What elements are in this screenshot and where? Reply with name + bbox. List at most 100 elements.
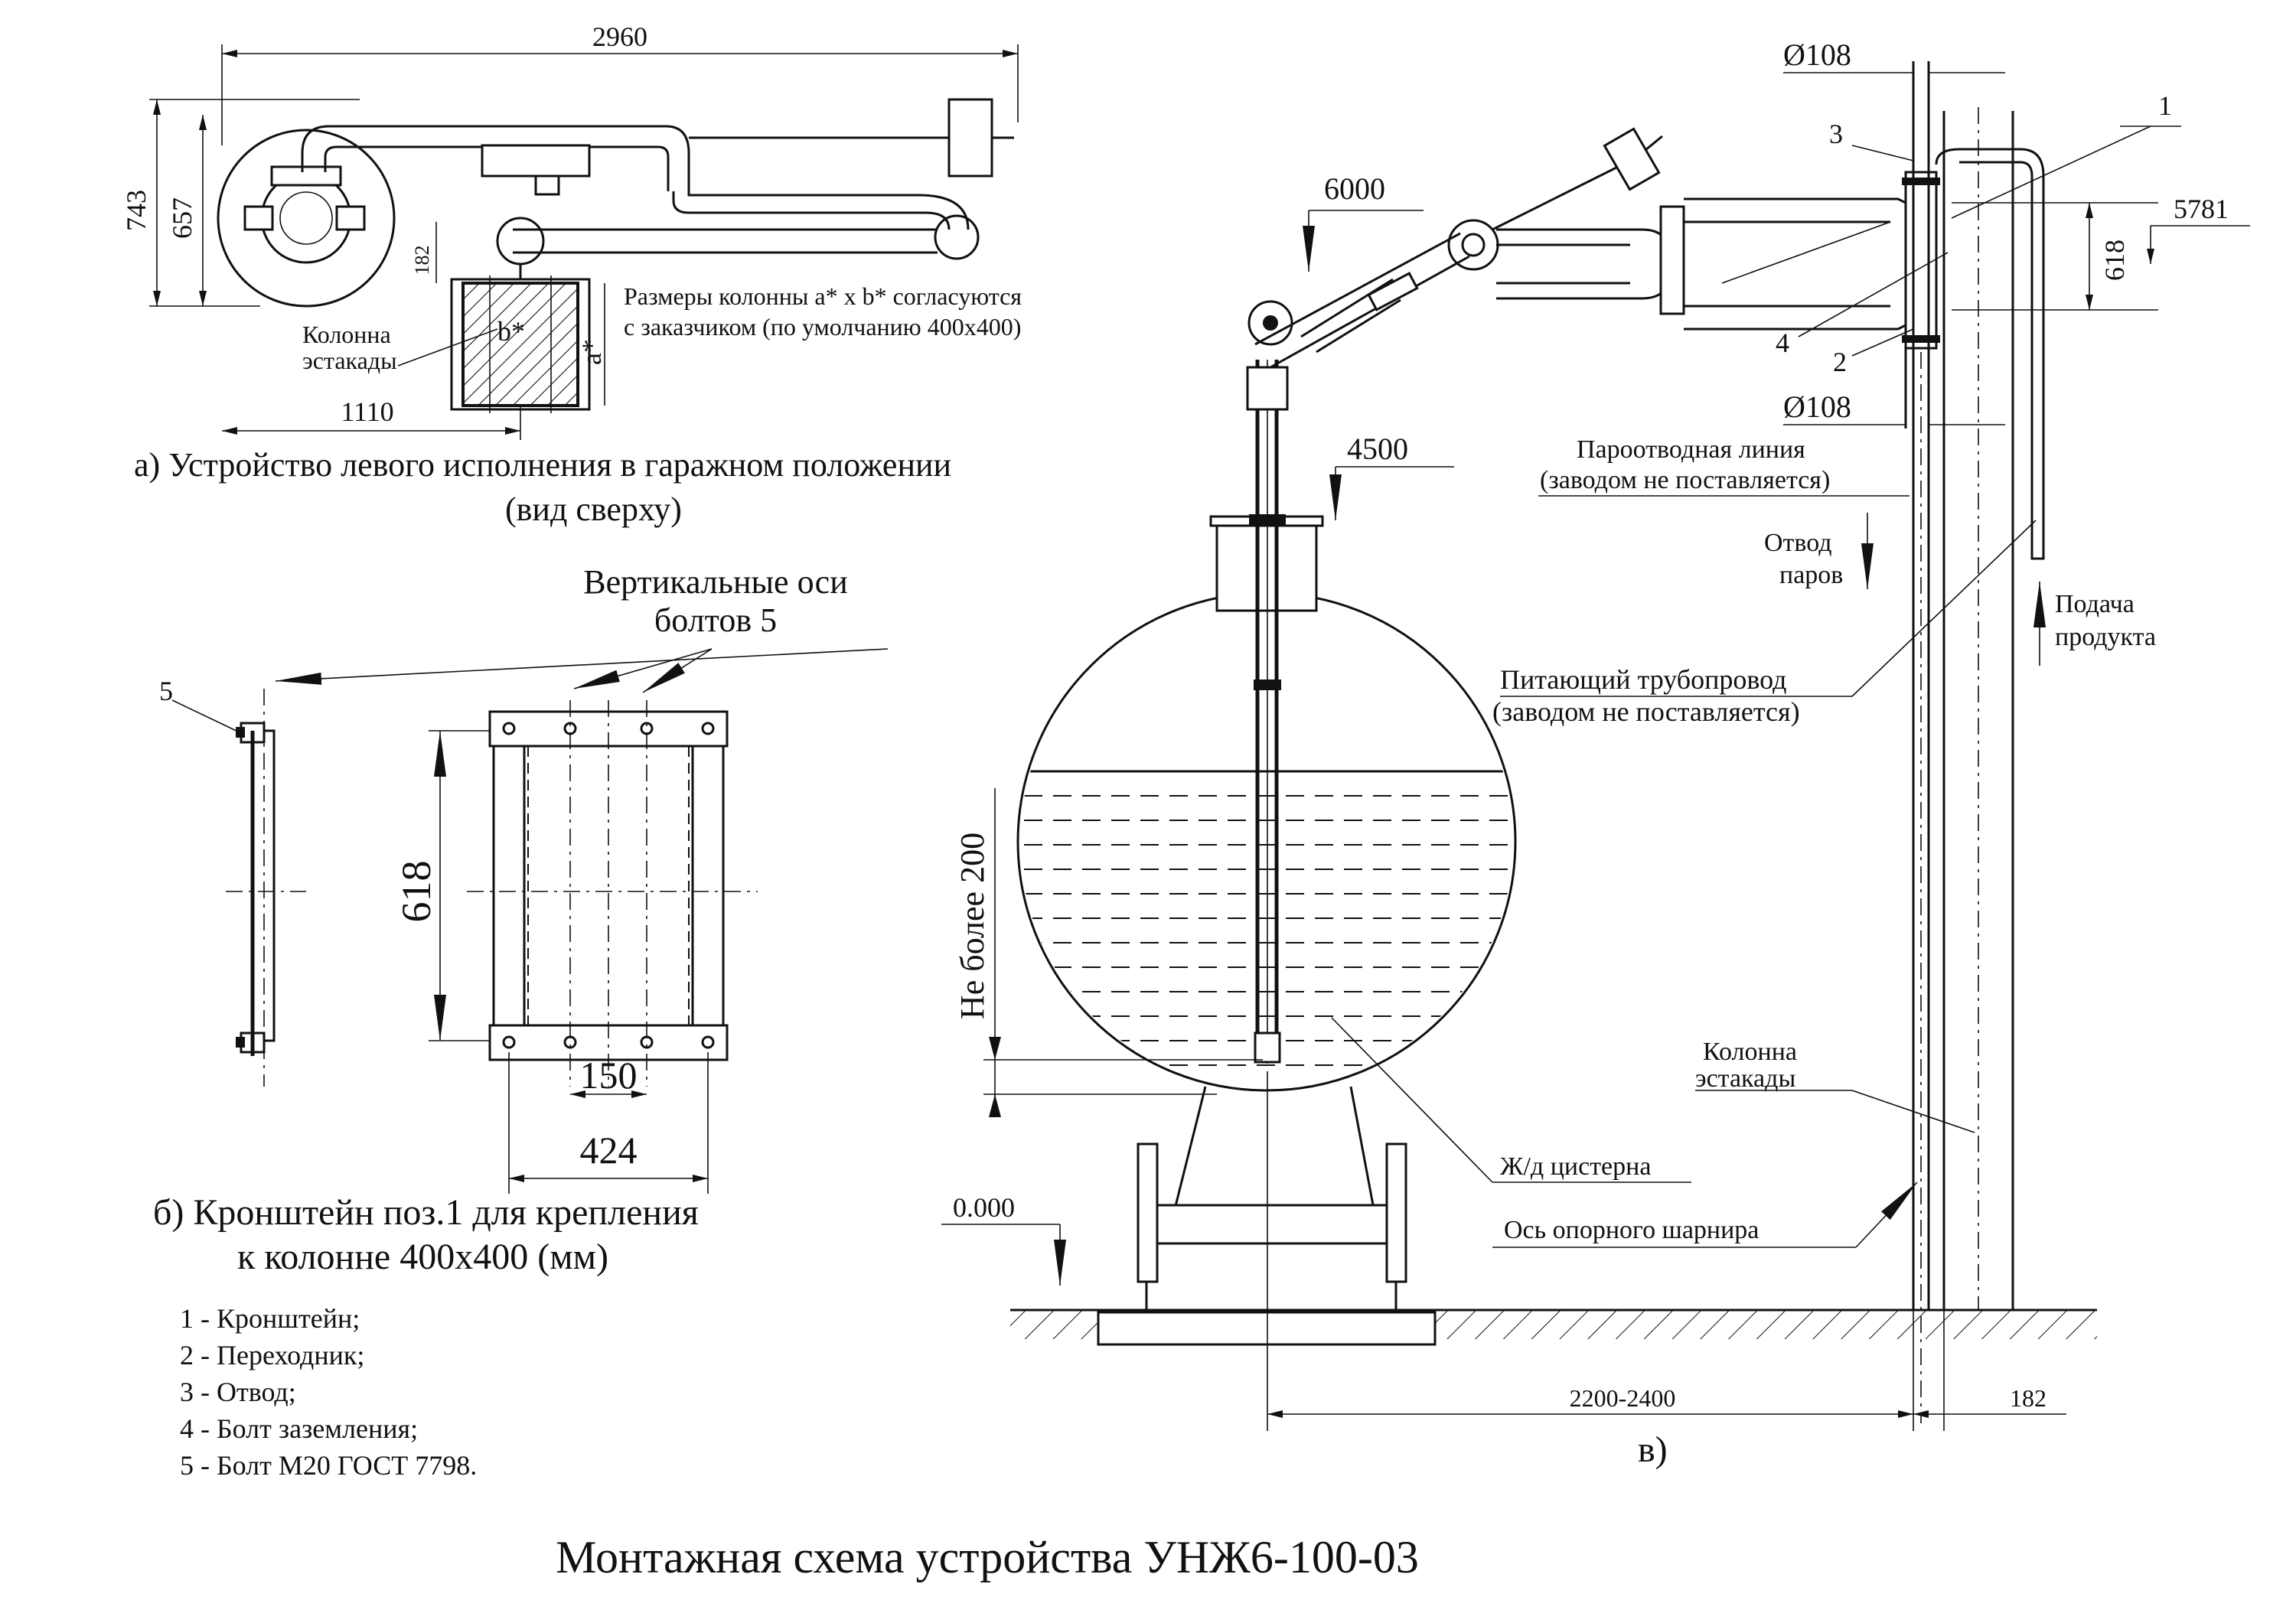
mount-pipes	[1684, 197, 1930, 331]
caption-c: в)	[1638, 1429, 1668, 1470]
bolt-mark-5: 5	[159, 676, 173, 706]
rod-end	[1645, 135, 1663, 152]
mark-a: а*	[576, 339, 607, 365]
tank-support	[1173, 1086, 1375, 1210]
upper-pipe	[301, 125, 690, 191]
leader	[1331, 1017, 1493, 1183]
arm-upper-pipe	[1496, 228, 1670, 300]
dim-dia-top: Ø108	[1783, 37, 1851, 72]
dim-182-c: 182	[2010, 1384, 2047, 1412]
legend-item: 1 - Кронштейн;	[180, 1303, 360, 1334]
pipe-clamp	[1254, 680, 1281, 690]
dim-arrow	[989, 1037, 1001, 1060]
pos-2: 2	[1833, 347, 1847, 377]
axes-leader	[275, 648, 889, 685]
arm-swivel-inner	[1461, 233, 1486, 257]
tank-liquid	[1020, 770, 1513, 1066]
left-flange	[496, 217, 545, 266]
dim-1110: 1110	[341, 396, 393, 427]
axes-leader	[642, 648, 713, 693]
bogie-leg	[1385, 1142, 1407, 1283]
bracket-bolt	[1902, 335, 1940, 343]
feed-pipe	[1935, 148, 2045, 560]
arm-flange	[1659, 205, 1685, 315]
hinge-pin	[1263, 315, 1278, 331]
view-b: Вертикальные оси болтов 5 5	[153, 563, 889, 1277]
legend-item: 2 - Переходник;	[180, 1340, 364, 1370]
note-1: Размеры колонны a* x b* согласуются	[624, 282, 1022, 310]
note-2: с заказчиком (по умолчанию 400х400)	[624, 313, 1021, 341]
arm-mechanism	[1367, 272, 1419, 311]
lower-pipe-outer	[687, 191, 970, 230]
dim-150: 150	[580, 1054, 638, 1097]
leader	[171, 699, 242, 734]
bogie-leg	[1137, 1142, 1159, 1283]
pos-3: 3	[1829, 119, 1843, 149]
leader-1	[1951, 125, 2151, 219]
leader-3	[1851, 145, 1914, 161]
supply-2: (заводом не поставляется)	[1492, 696, 1800, 727]
bolt-head	[236, 1037, 245, 1048]
axes-label-1: Вертикальные оси	[583, 563, 848, 601]
hinge-axis-label: Ось опорного шарнира	[1504, 1216, 1759, 1244]
elev-0: 0.000	[953, 1192, 1015, 1223]
pipe-mechanism	[481, 144, 591, 178]
legend-item: 4 - Болт заземления;	[180, 1413, 418, 1444]
axes-leader	[573, 648, 713, 689]
counterweight	[947, 98, 993, 178]
not-more-200: Не более 200	[954, 833, 991, 1019]
leader	[1851, 520, 2037, 697]
bracket-post-right	[691, 745, 725, 1027]
bracket-bolt	[1902, 178, 1940, 185]
bolt-head	[236, 727, 245, 738]
lower-flange	[934, 214, 980, 260]
feed-1: Подача	[2055, 590, 2135, 618]
arm-joint	[1246, 366, 1289, 411]
bracket-post-left	[492, 745, 526, 1027]
hub-lug	[335, 205, 366, 231]
hub-lug	[243, 205, 274, 231]
legend: 1 - Кронштейн; 2 - Переходник; 3 - Отвод…	[180, 1303, 477, 1481]
caption-a-1: а) Устройство левого исполнения в гаражн…	[134, 446, 951, 484]
dim-657: 657	[167, 197, 197, 239]
counterweight	[1603, 127, 1661, 191]
mark-b: b*	[497, 316, 525, 347]
pipe-collar	[1249, 514, 1286, 525]
vapor-line-2: (заводом не поставляется)	[1540, 466, 1830, 494]
mount-rod	[1721, 221, 1891, 284]
leader	[397, 328, 498, 367]
lower-pipe-run	[513, 228, 938, 254]
elev-4500: 4500	[1347, 432, 1408, 466]
feed-2: продукта	[2055, 623, 2156, 651]
arm-upper-pipe-inner	[1496, 243, 1630, 285]
dim-182-a: 182	[411, 246, 433, 275]
bracket-plate	[1904, 171, 1938, 350]
axes-label-2: болтов 5	[654, 601, 777, 639]
dim-618-c: 618	[2099, 240, 2130, 281]
elev-5781: 5781	[2174, 194, 2229, 224]
arm-pipe	[1254, 232, 1470, 369]
caption-b-1: б) Кронштейн поз.1 для крепления	[153, 1192, 699, 1233]
column-section	[461, 282, 579, 407]
supply-1: Питающий трубопровод	[1500, 664, 1786, 695]
legend-item: 3 - Отвод;	[180, 1377, 296, 1407]
hinge-wheel	[1247, 300, 1293, 346]
hub-flange	[270, 165, 342, 187]
bracket-side	[251, 729, 276, 1042]
tank-label: Ж/д цистерна	[1500, 1152, 1651, 1181]
column-label-2: эстакады	[302, 347, 397, 374]
swivel-disc	[217, 129, 396, 308]
caption-b-2: к колонне 400х400 (мм)	[237, 1237, 608, 1277]
view-c: Ø108 Ø108 618 5781 1 3 4 2 6000 4500 0.0…	[941, 37, 2250, 1470]
column-label-1: Колонна	[302, 321, 391, 348]
caption-a-2: (вид сверху)	[505, 490, 682, 528]
column-c-1: Колонна	[1703, 1038, 1797, 1066]
legend-item: 5 - Болт М20 ГОСТ 7798.	[180, 1450, 477, 1481]
dim-743: 743	[121, 190, 152, 231]
arm-swivel	[1447, 219, 1499, 271]
view-a: 2960 743 657 b* а*	[121, 21, 1022, 528]
swivel-hub-inner	[279, 191, 333, 245]
leader-4	[1798, 252, 1949, 337]
lower-pipe	[672, 191, 951, 230]
